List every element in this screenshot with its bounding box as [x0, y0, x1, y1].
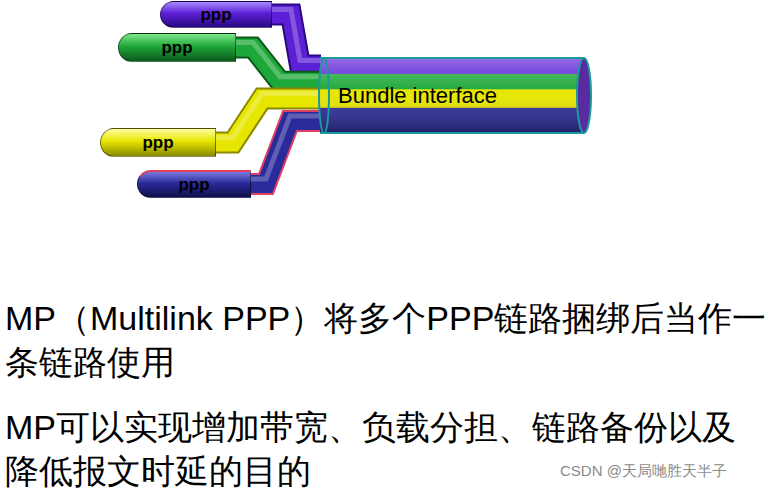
link-label: ppp [142, 133, 173, 153]
ppp-link: ppp [137, 170, 251, 198]
link-label: ppp [178, 175, 209, 195]
bundle-right-end [577, 58, 591, 133]
pipe-highlight [250, 116, 321, 179]
ppp-link: ppp [100, 128, 216, 157]
pipe-highlight [235, 43, 321, 77]
bundle-interface: Bundle interface [318, 57, 592, 134]
ppp-link: ppp [118, 33, 236, 62]
link-label: ppp [200, 5, 231, 25]
link-label: ppp [161, 38, 192, 58]
ppp-pipe [250, 116, 321, 184]
description-text: MP（Multilink PPP）将多个PPP链路捆绑后当作一条链路使用 [5, 296, 767, 384]
watermark: CSDN @天局哋胜天半子 [560, 462, 727, 481]
ppp-link: ppp [160, 1, 272, 28]
bundle-label: Bundle interface [318, 83, 497, 109]
pipe-highlight [271, 10, 321, 61]
bundle-left-end [319, 58, 329, 133]
ppp-pipe [235, 43, 321, 82]
ppp-pipe [271, 10, 321, 66]
